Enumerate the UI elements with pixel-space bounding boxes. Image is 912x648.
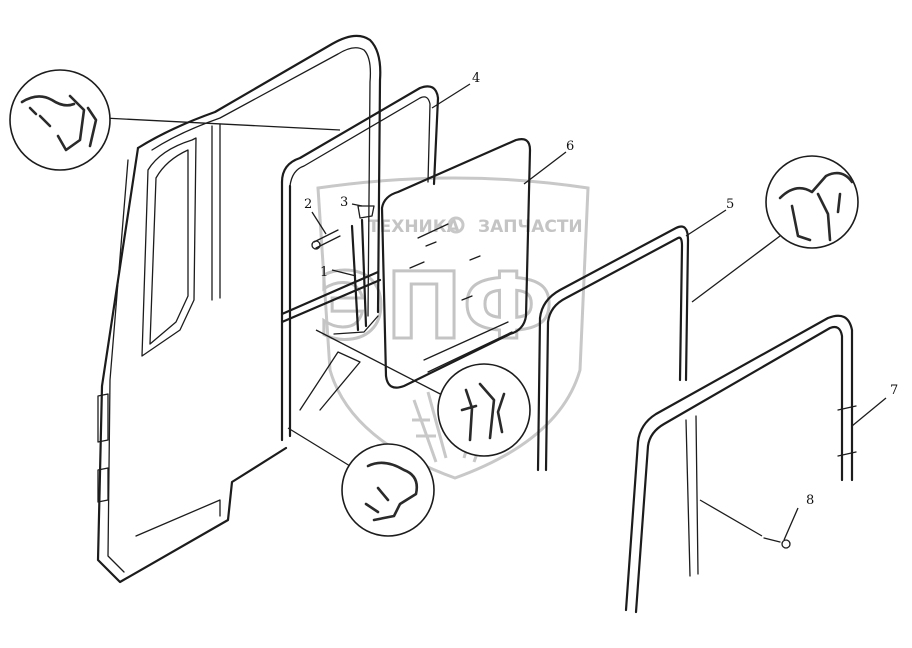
door-shell bbox=[96, 34, 382, 584]
callout-2: 2 bbox=[304, 197, 312, 212]
part-1-division-bar bbox=[350, 218, 368, 332]
watermark-logo: ЭПФ bbox=[318, 253, 554, 360]
callout-4: 4 bbox=[472, 71, 480, 86]
part-6-door-glass bbox=[380, 138, 532, 389]
part-7-weatherstrip bbox=[624, 314, 857, 614]
callout-7: 7 bbox=[890, 383, 898, 398]
watermark-line2: ЗАПЧАСТИ bbox=[478, 217, 583, 237]
detail-circle-bottom bbox=[287, 427, 435, 537]
detail-circle-right bbox=[691, 155, 859, 303]
callout-3: 3 bbox=[340, 195, 348, 210]
part-8-screw bbox=[763, 537, 791, 549]
callout-8: 8 bbox=[806, 493, 814, 508]
part-2-bolt bbox=[311, 229, 341, 250]
watermark-shield bbox=[316, 176, 590, 480]
part-3-bracket bbox=[357, 205, 375, 219]
callout-6: 6 bbox=[566, 139, 574, 154]
part-5-run-channel bbox=[536, 225, 690, 472]
callout-1: 1 bbox=[320, 265, 328, 280]
gear-icon bbox=[447, 216, 465, 234]
callouts: 4 6 5 2 3 1 7 8 bbox=[304, 71, 898, 541]
detail-circle-top-left bbox=[9, 69, 341, 171]
watermark-line1: ТЕХНИКА bbox=[368, 217, 461, 237]
callout-5: 5 bbox=[726, 197, 734, 212]
detail-circle-center bbox=[315, 329, 531, 457]
